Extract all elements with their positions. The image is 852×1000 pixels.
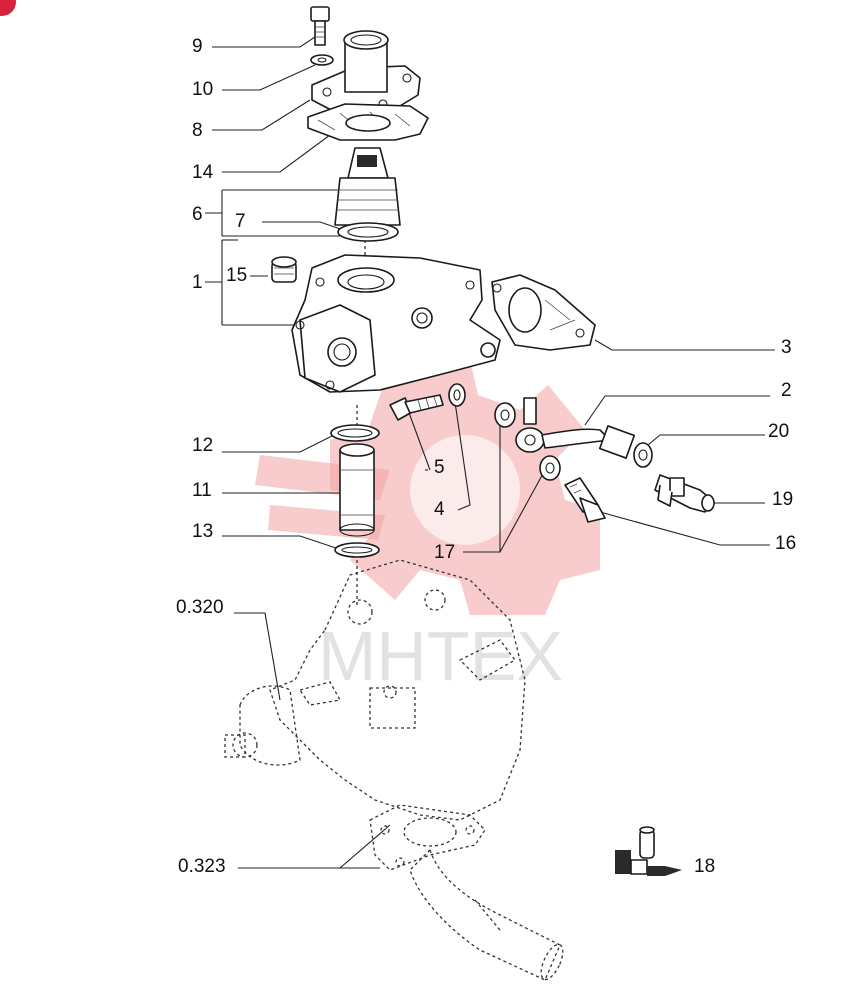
callout-8: 8 — [192, 120, 203, 141]
callout-1: 1 — [192, 272, 203, 293]
thermostat-housing-part-1 — [291, 254, 501, 393]
washer-part-17b — [539, 455, 561, 481]
outlet-housing-part-8 — [311, 30, 421, 113]
water-pump-body-0320 — [224, 559, 526, 821]
callout-0323: 0.323 — [178, 856, 226, 877]
watermark-text: MHTEX — [318, 617, 563, 695]
elbow-pipe-0323 — [369, 804, 564, 981]
banjo-bolt-part-16 — [564, 477, 606, 523]
callout-16: 16 — [775, 533, 797, 554]
seal-ring-part-7 — [337, 222, 399, 242]
callout-17: 17 — [434, 542, 456, 563]
callout-12: 12 — [192, 435, 214, 456]
callout-4: 4 — [434, 499, 445, 520]
thermostat-part-6 — [334, 147, 401, 226]
pipe-part-2 — [515, 397, 636, 459]
valve-part-19 — [654, 474, 715, 513]
callout-3: 3 — [781, 337, 792, 358]
callout-19: 19 — [772, 489, 794, 510]
bolt-part-9 — [310, 6, 330, 46]
callout-10: 10 — [192, 79, 214, 100]
plug-part-15 — [271, 256, 297, 283]
callout-2: 2 — [781, 380, 792, 401]
callout-9: 9 — [192, 36, 203, 57]
callout-13: 13 — [192, 521, 214, 542]
callout-20: 20 — [768, 421, 790, 442]
washer-part-4 — [448, 383, 466, 407]
clamp-part-13 — [334, 542, 380, 558]
callout-0320: 0.320 — [176, 597, 224, 618]
washer-part-17a — [494, 402, 516, 428]
callout-15: 15 — [226, 265, 248, 286]
corner-badge — [0, 0, 16, 16]
washer-part-20 — [633, 442, 653, 468]
gasket-part-3 — [491, 274, 596, 351]
pipe-part-11 — [339, 443, 375, 537]
callout-11: 11 — [192, 480, 212, 501]
kit-icon-part-18 — [615, 826, 682, 876]
bolt-part-5 — [389, 394, 444, 421]
clamp-part-12 — [330, 424, 380, 442]
callout-7: 7 — [235, 211, 246, 232]
callout-14: 14 — [192, 162, 214, 183]
washer-part-10 — [310, 54, 334, 66]
callout-18: 18 — [694, 856, 716, 877]
callout-6: 6 — [192, 204, 203, 225]
callout-5: 5 — [434, 457, 445, 478]
gasket-part-14 — [307, 103, 429, 141]
watermark-logo: MHTEX — [255, 360, 600, 695]
